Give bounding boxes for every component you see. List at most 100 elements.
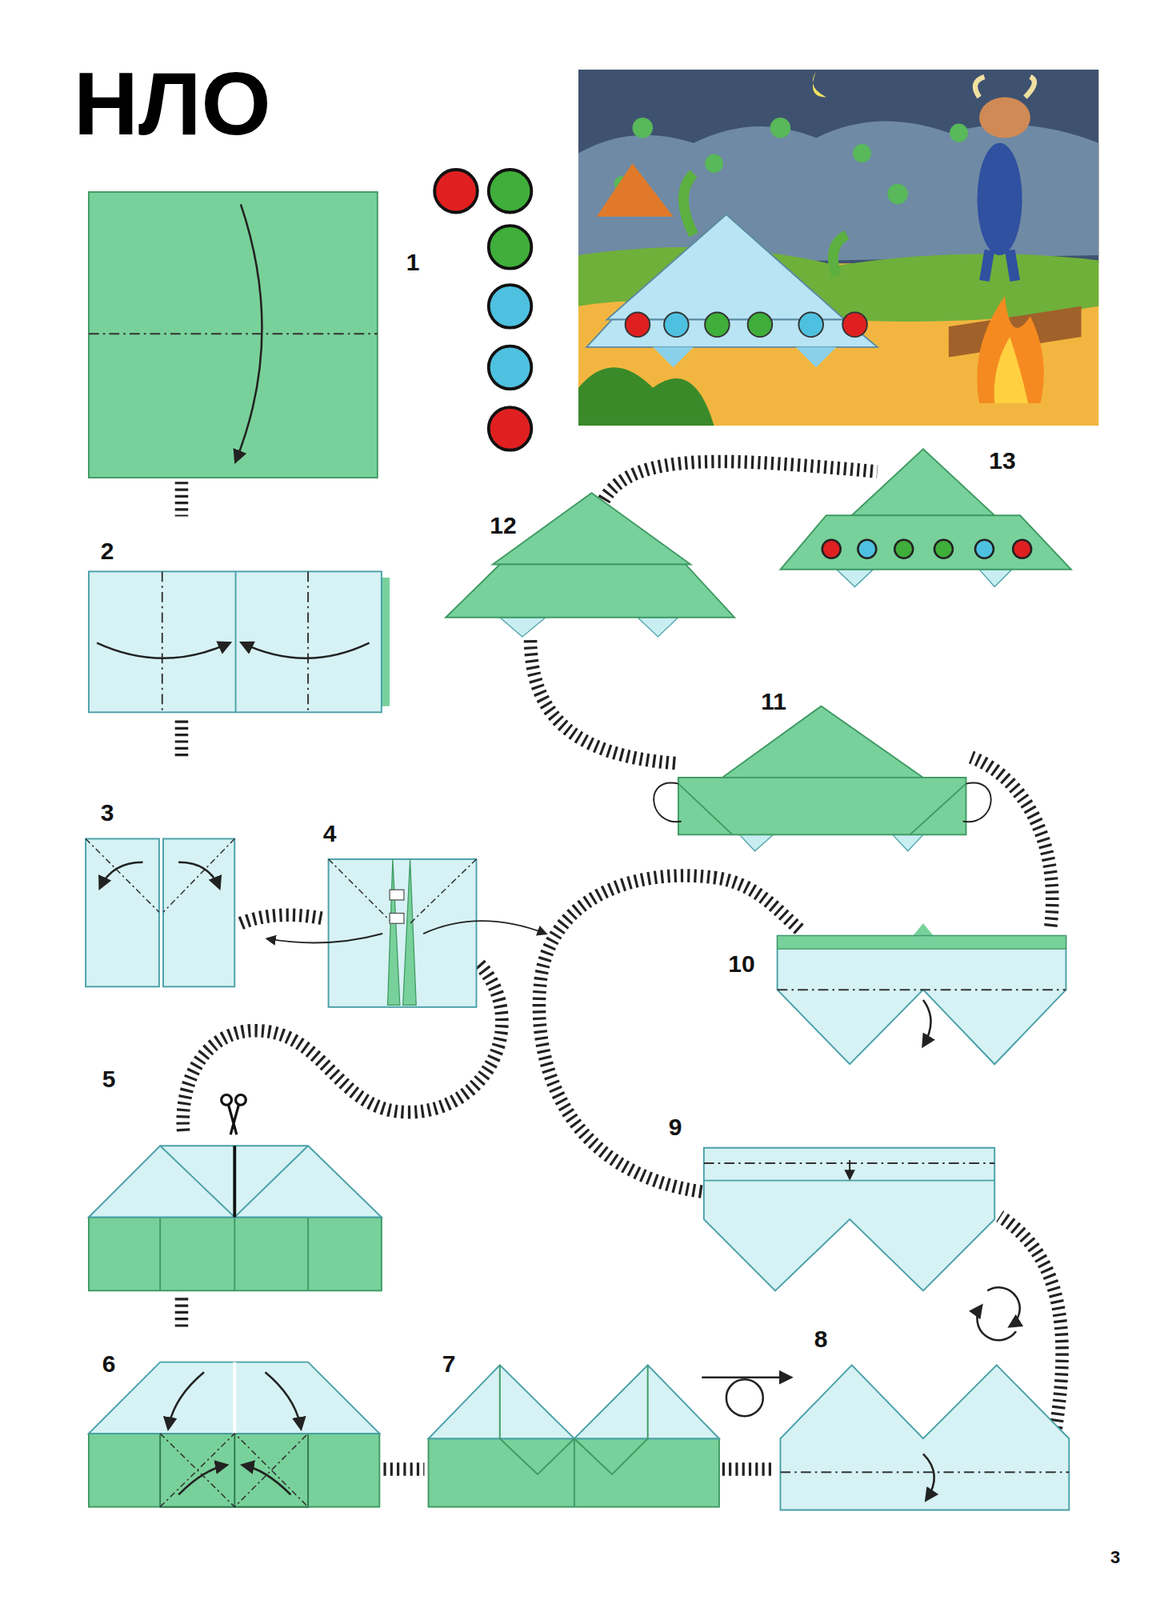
step-10-figure-part: [777, 936, 1067, 1065]
scene-picture-part: [578, 69, 1099, 426]
step-11-figure-part: [678, 777, 967, 835]
step-number: 3: [100, 800, 115, 825]
step-number: 8: [814, 1327, 828, 1352]
step-9-figure: [704, 1148, 995, 1292]
step-number: 1: [406, 250, 420, 275]
step-connector-part: [971, 756, 1052, 927]
scene-picture-part: [578, 367, 715, 426]
step-8-figure: [780, 1287, 1069, 1510]
scene-picture-part: [975, 76, 1035, 98]
step-number: 6: [102, 1352, 116, 1376]
step-number: 12: [489, 513, 516, 538]
step-5-figure-part-part: [221, 1095, 232, 1106]
step-6-figure-part: [88, 1433, 380, 1508]
scene-picture-part-part: [704, 312, 730, 337]
step-13-figure-part-part: [822, 540, 841, 559]
step-13-figure-part-part: [975, 540, 994, 559]
step-connector-part: [539, 876, 801, 1192]
step-6-figure-part: [233, 1433, 236, 1508]
step-7-figure: [428, 1364, 792, 1507]
page-number: 3: [1110, 1548, 1120, 1567]
step-7-figure-part: [428, 1364, 720, 1439]
scene-picture-part-part: [842, 312, 868, 337]
step-11-figure-part: [739, 834, 924, 851]
bead-circles-part: [488, 284, 532, 328]
scene-picture-part: [812, 72, 827, 98]
scene-picture-part: [984, 250, 1015, 281]
scene-picture-part: [832, 235, 847, 276]
step-2-figure-part: [241, 643, 369, 659]
step-1-figure: [88, 192, 378, 478]
step-12-figure: [445, 492, 735, 637]
scene-picture-part: [614, 117, 968, 204]
step-3-figure-part: [178, 862, 220, 888]
step-13-figure-part: [822, 540, 1032, 559]
step-7-figure-part: [701, 1376, 791, 1379]
step-6-figure-part: [178, 1464, 227, 1495]
step-6-figure-part: [160, 1433, 308, 1508]
step-11-figure-part: [963, 782, 992, 822]
step-1-figure-part: [236, 204, 263, 461]
step-12-figure-part: [500, 617, 679, 637]
step-10-figure-part: [912, 923, 934, 936]
step-13-figure-part: [852, 448, 996, 516]
step-13-figure-part-part: [934, 540, 953, 559]
scene-picture-part-part: [704, 154, 724, 173]
step-2-figure-part: [235, 571, 237, 712]
step-5-figure-part: [221, 1095, 247, 1136]
step-5-figure-part: [160, 1145, 308, 1217]
step-4-figure-part: [388, 859, 417, 1005]
step-10-figure: [777, 923, 1067, 1064]
scene-picture-part-part: [887, 184, 908, 205]
step-13-figure-part-part: [857, 540, 876, 559]
step-3-figure-part: [85, 838, 235, 912]
step-11-figure-part: [678, 784, 967, 836]
step-3-figure-part: [163, 838, 235, 987]
scene-picture: [578, 69, 1099, 426]
step-connector-part: [175, 720, 189, 758]
step-8-figure-part: [780, 1471, 1069, 1473]
step-5-figure-part-part: [236, 1095, 247, 1106]
step-3-figure: [85, 838, 235, 987]
scene-picture-part-part: [949, 124, 968, 143]
step-4-figure-part: [423, 920, 546, 934]
step-11-figure-part: [722, 706, 924, 778]
bead-circles-part: [488, 346, 532, 390]
scene-picture-part: [596, 163, 674, 216]
scene-picture-part: [625, 312, 868, 337]
step-1-figure-part: [88, 332, 378, 335]
step-2-figure-part: [96, 643, 230, 659]
step-number: 11: [760, 689, 787, 714]
step-connector-part: [722, 1462, 776, 1476]
scene-picture-part-part: [852, 144, 872, 163]
bead-circles-part: [488, 169, 532, 213]
step-9-figure-part: [848, 1160, 851, 1179]
scene-picture-part-part: [798, 312, 824, 337]
page-title: НЛО: [73, 59, 272, 149]
scene-picture-part: [976, 296, 1044, 404]
step-number: 13: [988, 448, 1016, 473]
step-4-figure-part: [328, 859, 477, 1008]
scene-picture-part: [979, 96, 1031, 138]
step-7-figure-part: [500, 1438, 648, 1475]
step-13-figure-part-part: [894, 540, 913, 559]
step-connector-part: [175, 1297, 189, 1328]
scene-picture-part-part: [664, 312, 689, 337]
step-6-figure: [88, 1362, 380, 1508]
step-8-figure-part: [976, 1305, 1016, 1340]
step-13-figure-part: [836, 569, 1012, 588]
bead-circles-part: [434, 169, 478, 213]
step-11-figure: [653, 706, 991, 852]
step-13-figure-part: [780, 515, 1071, 570]
step-connector-part: [604, 461, 878, 500]
step-12-figure-part: [445, 564, 735, 617]
step-6-figure-part: [232, 1362, 236, 1434]
step-2-figure-part: [381, 577, 390, 707]
step-4-figure-part: [328, 859, 477, 924]
step-4-figure-part: [389, 889, 404, 900]
step-connector-part: [175, 481, 189, 516]
step-6-figure-part: [88, 1362, 380, 1434]
step-2-figure: [88, 571, 390, 712]
step-number: 5: [102, 1067, 116, 1092]
